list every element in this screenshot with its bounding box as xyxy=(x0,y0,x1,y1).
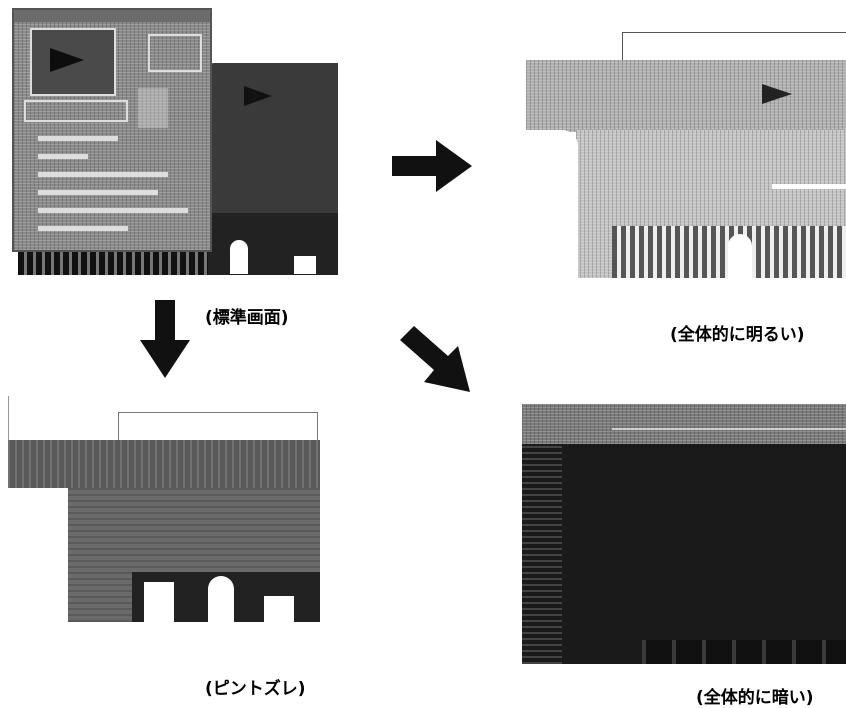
out-of-focus-panel xyxy=(8,396,320,622)
caption-standard: (標準画面) xyxy=(205,308,289,328)
setting-row-4 xyxy=(38,190,158,195)
setting-row-6 xyxy=(38,226,128,231)
bright-white-notch xyxy=(526,130,578,278)
focus-white-slot xyxy=(208,576,234,622)
preview-arrow-mark xyxy=(50,48,84,72)
bright-frame-line xyxy=(622,32,846,33)
caption-out-of-focus: (ピントズレ) xyxy=(205,679,306,699)
dark-lower-marks xyxy=(642,640,846,664)
dark-screen-panel xyxy=(522,404,846,664)
side-control xyxy=(148,34,202,72)
setting-row-1 xyxy=(38,136,118,141)
bright-bar xyxy=(772,184,846,189)
dark-top-band xyxy=(522,404,846,444)
focus-white-block-2 xyxy=(264,596,294,622)
focus-white-notch xyxy=(8,488,68,622)
setting-row-2 xyxy=(38,154,88,159)
bright-frame-edge xyxy=(622,32,623,62)
device-arrow-mark xyxy=(244,86,272,106)
focus-device-top xyxy=(8,440,320,488)
bottom-strip xyxy=(18,250,208,275)
setting-row-3 xyxy=(38,172,168,177)
device-white-tab xyxy=(294,256,316,274)
caption-dark: (全体的に暗い) xyxy=(696,688,814,708)
focus-white-block-1 xyxy=(144,582,174,622)
bright-device-top xyxy=(526,60,846,132)
side-label xyxy=(138,88,168,128)
diagonal-arrow xyxy=(400,326,470,392)
standard-screen-panel xyxy=(12,8,338,275)
dark-body-texture xyxy=(522,444,562,664)
preview-frame xyxy=(24,100,128,122)
settings-titlebar xyxy=(14,10,210,22)
device-lower-area xyxy=(208,213,338,275)
dark-body xyxy=(522,444,846,664)
bright-slot xyxy=(728,234,752,278)
bright-arrow-mark xyxy=(762,84,792,104)
setting-row-5 xyxy=(38,208,188,213)
bright-screen-panel xyxy=(526,30,846,278)
right-arrow xyxy=(392,140,472,192)
device-white-slot xyxy=(230,240,248,274)
down-arrow xyxy=(140,300,190,378)
dark-top-line xyxy=(612,428,846,430)
caption-bright: (全体的に明るい) xyxy=(670,325,805,345)
